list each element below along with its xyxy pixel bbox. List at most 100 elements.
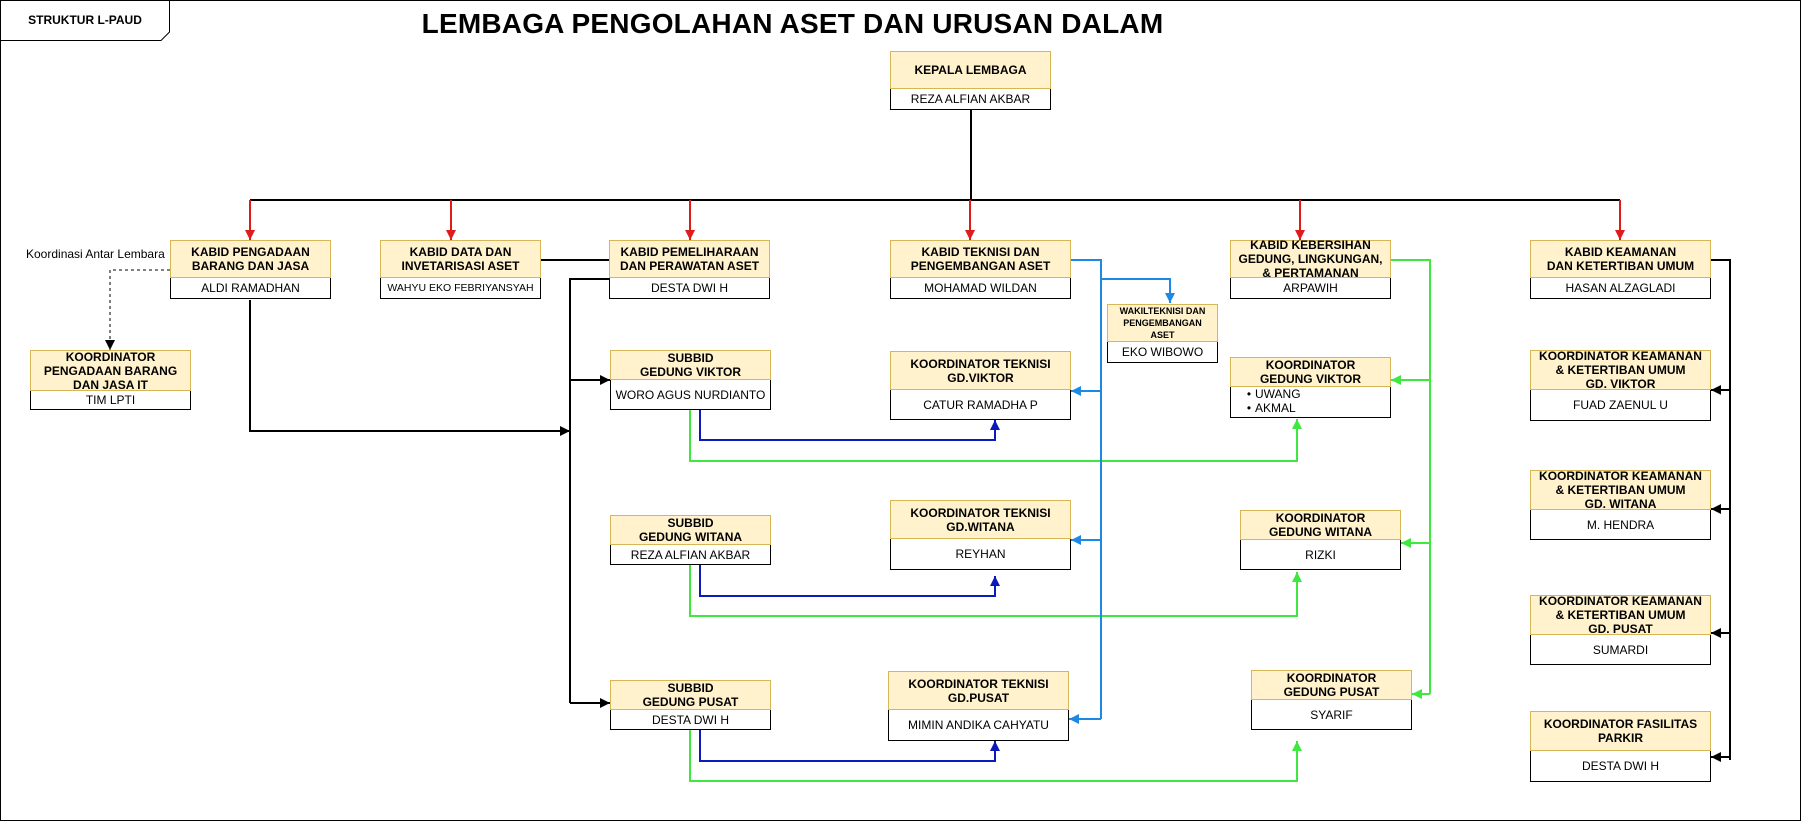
node-subbid-witana: SUBBID GEDUNG WITANA REZA ALFIAN AKBAR	[610, 515, 771, 565]
arrow-to-koord-keamanan-viktor-arrowhead	[1711, 385, 1721, 395]
arrow-to-koord-gedung-witana-arrowhead	[1401, 538, 1411, 548]
arrow-subbid-witana-gedung	[689, 565, 1298, 617]
node-title: KOORDINATOR GEDUNG WITANA	[1240, 510, 1401, 540]
node-person: CATUR RAMADHA P	[890, 390, 1071, 420]
node-koord-teknisi-witana: KOORDINATOR TEKNISI GD.WITANA REYHAN	[890, 500, 1071, 570]
node-title: WAKILTEKNISI DAN PENGEMBANGAN ASET	[1107, 304, 1218, 342]
node-person: RIZKI	[1240, 540, 1401, 570]
arrow-to-wakil-teknisi	[1101, 278, 1171, 303]
coordination-note: Koordinasi Antar Lembara	[26, 247, 165, 261]
node-person: HASAN ALZAGLADI	[1530, 278, 1711, 299]
arrow-pengadaan-to-trunk	[249, 300, 570, 432]
node-title: KOORDINATOR PENGADAAN BARANG DAN JASA IT	[30, 350, 191, 392]
arrow-to-subbid-pusat-arrowhead	[600, 698, 610, 708]
arrow-to-koord-teknisi-witana-arrowhead	[1071, 535, 1081, 545]
node-title: KOORDINATOR TEKNISI GD.VIKTOR	[890, 351, 1071, 390]
arrow-subbid-pusat-teknisi-arrowhead	[990, 741, 1000, 751]
connector-koordinasi-dashed-arrowhead	[105, 340, 115, 350]
node-title: KABID KEBERSIHAN GEDUNG, LINGKUNGAN, & P…	[1230, 238, 1391, 280]
node-person: MOHAMAD WILDAN	[890, 278, 1071, 299]
connector-kebersihan-trunk	[1391, 259, 1431, 694]
member-item: UWANG	[1245, 387, 1301, 401]
node-kabid-teknisi: KABID TEKNISI DAN PENGEMBANGAN ASET MOHA…	[890, 240, 1071, 299]
node-person: MIMIN ANDIKA CAHYATU	[888, 710, 1069, 741]
arrow-subbid-viktor-teknisi-arrowhead	[990, 420, 1000, 430]
node-person: REZA ALFIAN AKBAR	[610, 545, 771, 565]
node-title: KOORDINATOR TEKNISI GD.WITANA	[890, 500, 1071, 539]
node-title: KOORDINATOR KEAMANAN & KETERTIBAN UMUM G…	[1530, 594, 1711, 636]
arrow-to-koord-teknisi-viktor-arrowhead	[1071, 386, 1081, 396]
node-title: KABID DATA DAN INVETARISASI ASET	[380, 240, 541, 278]
node-title: KOORDINATOR FASILITAS PARKIR	[1530, 711, 1711, 751]
node-koord-parkir: KOORDINATOR FASILITAS PARKIR DESTA DWI H	[1530, 711, 1711, 782]
member-item: AKMAL	[1245, 401, 1296, 415]
node-person: TIM LPTI	[30, 391, 191, 410]
page-title: LEMBAGA PENGOLAHAN ASET DAN URUSAN DALAM	[421, 8, 1164, 39]
arrow-to-kabid-teknisi-arrowhead	[965, 230, 975, 240]
arrow-to-koord-keamanan-witana-arrowhead	[1711, 504, 1721, 514]
node-title: KOORDINATOR TEKNISI GD.PUSAT	[888, 671, 1069, 710]
node-person: DESTA DWI H	[610, 710, 771, 730]
node-member-list: UWANG AKMAL	[1230, 387, 1391, 418]
node-person: DESTA DWI H	[609, 278, 770, 299]
structure-tag: STRUKTUR L-PAUD	[0, 0, 170, 41]
node-subbid-viktor: SUBBID GEDUNG VIKTOR WORO AGUS NURDIANTO	[610, 350, 771, 410]
node-koord-gedung-pusat: KOORDINATOR GEDUNG PUSAT SYARIF	[1251, 670, 1412, 730]
arrow-subbid-witana-gedung-arrowhead	[1292, 572, 1302, 582]
node-title: KOORDINATOR KEAMANAN & KETERTIBAN UMUM G…	[1530, 349, 1711, 391]
arrow-to-wakil-teknisi-arrowhead	[1165, 293, 1175, 303]
node-title: KABID TEKNISI DAN PENGEMBANGAN ASET	[890, 240, 1071, 278]
node-kabid-pengadaan: KABID PENGADAAN BARANG DAN JASA ALDI RAM…	[170, 240, 331, 299]
node-person: M. HENDRA	[1530, 510, 1711, 540]
node-koord-pengadaan: KOORDINATOR PENGADAAN BARANG DAN JASA IT…	[30, 350, 191, 410]
arrow-pengadaan-to-trunk-arrowhead	[560, 426, 570, 436]
node-kepala-lembaga: KEPALA LEMBAGA REZA ALFIAN AKBAR	[890, 51, 1051, 110]
node-person: SYARIF	[1251, 700, 1412, 730]
node-wakil-teknisi: WAKILTEKNISI DAN PENGEMBANGAN ASET EKO W…	[1107, 304, 1218, 363]
arrow-subbid-viktor-gedung	[689, 410, 1298, 462]
node-person: REZA ALFIAN AKBAR	[890, 89, 1051, 110]
arrow-to-koord-gedung-viktor-arrowhead	[1391, 375, 1401, 385]
node-subbid-pusat: SUBBID GEDUNG PUSAT DESTA DWI H	[610, 680, 771, 730]
node-kabid-kebersihan: KABID KEBERSIHAN GEDUNG, LINGKUNGAN, & P…	[1230, 238, 1391, 299]
connector-keamanan-trunk	[1711, 259, 1731, 760]
node-person: WAHYU EKO FEBRIYANSYAH	[380, 278, 541, 299]
arrow-to-koord-gedung-pusat-arrowhead	[1412, 689, 1422, 699]
arrow-to-kabid-pengadaan-arrowhead	[245, 230, 255, 240]
node-person: FUAD ZAENUL U	[1530, 390, 1711, 421]
node-title: SUBBID GEDUNG VIKTOR	[610, 350, 771, 380]
node-title: SUBBID GEDUNG PUSAT	[610, 680, 771, 710]
structure-tag-label: STRUKTUR L-PAUD	[28, 13, 142, 27]
node-title: KEPALA LEMBAGA	[890, 51, 1051, 89]
node-title: KOORDINATOR KEAMANAN & KETERTIBAN UMUM G…	[1530, 469, 1711, 511]
connector-pemeliharaan-trunk	[569, 278, 609, 703]
node-title: KABID PEMELIHARAAN DAN PERAWATAN ASET	[609, 240, 770, 278]
node-title: SUBBID GEDUNG WITANA	[610, 515, 771, 545]
node-koord-teknisi-viktor: KOORDINATOR TEKNISI GD.VIKTOR CATUR RAMA…	[890, 351, 1071, 420]
node-kabid-keamanan: KABID KEAMANAN DAN KETERTIBAN UMUM HASAN…	[1530, 240, 1711, 299]
arrow-subbid-witana-teknisi-arrowhead	[990, 576, 1000, 586]
node-koord-gedung-viktor: KOORDINATOR GEDUNG VIKTOR UWANG AKMAL	[1230, 357, 1391, 418]
node-koord-keamanan-pusat: KOORDINATOR KEAMANAN & KETERTIBAN UMUM G…	[1530, 594, 1711, 665]
arrow-to-kabid-pemeliharaan-arrowhead	[685, 230, 695, 240]
node-person: EKO WIBOWO	[1107, 342, 1218, 363]
node-kabid-data: KABID DATA DAN INVETARISASI ASET WAHYU E…	[380, 240, 541, 299]
arrow-to-kabid-data-arrowhead	[446, 230, 456, 240]
node-title: KOORDINATOR GEDUNG PUSAT	[1251, 670, 1412, 700]
arrow-to-kabid-keamanan-arrowhead	[1615, 230, 1625, 240]
arrow-to-koord-parkir-arrowhead	[1711, 752, 1721, 762]
connector-teknisi-trunk	[1071, 259, 1102, 719]
node-koord-gedung-witana: KOORDINATOR GEDUNG WITANA RIZKI	[1240, 510, 1401, 570]
node-person: SUMARDI	[1530, 635, 1711, 665]
connector-koordinasi-dashed	[109, 269, 170, 350]
node-title: KABID PENGADAAN BARANG DAN JASA	[170, 240, 331, 278]
arrow-to-subbid-viktor-arrowhead	[600, 375, 610, 385]
node-person: REYHAN	[890, 539, 1071, 570]
node-person: ALDI RAMADHAN	[170, 278, 331, 299]
node-title: KOORDINATOR GEDUNG VIKTOR	[1230, 357, 1391, 387]
arrow-to-koord-teknisi-pusat-arrowhead	[1069, 714, 1079, 724]
arrow-subbid-pusat-gedung	[689, 730, 1298, 782]
node-koord-keamanan-viktor: KOORDINATOR KEAMANAN & KETERTIBAN UMUM G…	[1530, 349, 1711, 421]
node-person: ARPAWIH	[1230, 278, 1391, 299]
